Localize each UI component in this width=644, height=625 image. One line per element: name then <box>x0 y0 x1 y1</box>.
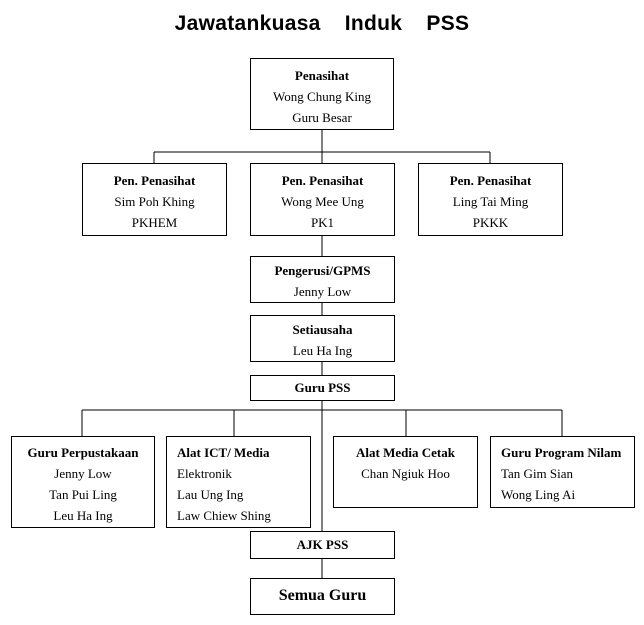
ajk-pss-box: AJK PSS <box>250 531 395 559</box>
ajk-pss-role: AJK PSS <box>296 537 349 552</box>
guru-perpustakaan-member-3: Leu Ha Ing <box>53 508 113 523</box>
penasihat-box: Penasihat Wong Chung King Guru Besar <box>250 58 394 130</box>
guru-perpustakaan-member-1: Jenny Low <box>54 466 112 481</box>
pen-penasihat-2-name: Wong Mee Ung <box>281 194 364 209</box>
alat-media-cetak-box: Alat Media Cetak Chan Ngiuk Hoo <box>333 436 478 508</box>
pen-penasihat-2-title: PK1 <box>310 215 335 230</box>
alat-ict-box: Alat ICT/ Media Elektronik Lau Ung Ing L… <box>166 436 311 528</box>
guru-program-nilam-box: Guru Program Nilam Tan Gim Sian Wong Lin… <box>490 436 635 508</box>
setiausaha-role: Setiausaha <box>292 322 353 337</box>
alat-ict-role: Alat ICT/ Media <box>177 445 270 460</box>
pengerusi-role: Pengerusi/GPMS <box>274 263 371 278</box>
guru-perpustakaan-role: Guru Perpustakaan <box>27 445 139 460</box>
alat-ict-line-2: Lau Ung Ing <box>177 487 244 502</box>
pen-penasihat-3-title: PKKK <box>472 215 509 230</box>
pengerusi-name: Jenny Low <box>293 284 352 299</box>
pengerusi-box: Pengerusi/GPMS Jenny Low <box>250 256 395 303</box>
alat-media-cetak-role: Alat Media Cetak <box>356 445 455 460</box>
pen-penasihat-3-name: Ling Tai Ming <box>452 194 529 209</box>
penasihat-name: Wong Chung King <box>273 89 371 104</box>
guru-program-nilam-member-2: Wong Ling Ai <box>501 487 576 502</box>
guru-perpustakaan-box: Guru Perpustakaan Jenny Low Tan Pui Ling… <box>11 436 155 528</box>
semua-guru-role: Semua Guru <box>278 587 367 604</box>
chart-title: Jawatankuasa Induk PSS <box>174 12 470 35</box>
alat-media-cetak-member: Chan Ngiuk Hoo <box>361 466 450 481</box>
semua-guru-box: Semua Guru <box>250 578 395 615</box>
alat-ict-line-1: Elektronik <box>177 466 232 481</box>
guru-pss-box: Guru PSS <box>250 375 395 401</box>
guru-program-nilam-role: Guru Program Nilam <box>501 445 622 460</box>
pen-penasihat-1-role: Pen. Penasihat <box>113 173 196 188</box>
pen-penasihat-3-role: Pen. Penasihat <box>449 173 532 188</box>
pen-penasihat-2-box: Pen. Penasihat Wong Mee Ung PK1 <box>250 163 395 236</box>
penasihat-title: Guru Besar <box>292 110 352 125</box>
pen-penasihat-3-box: Pen. Penasihat Ling Tai Ming PKKK <box>418 163 563 236</box>
pen-penasihat-1-box: Pen. Penasihat Sim Poh Khing PKHEM <box>82 163 227 236</box>
pen-penasihat-2-role: Pen. Penasihat <box>281 173 364 188</box>
guru-pss-role: Guru PSS <box>294 380 351 395</box>
penasihat-role: Penasihat <box>294 68 350 83</box>
pen-penasihat-1-name: Sim Poh Khing <box>114 194 195 209</box>
guru-perpustakaan-member-2: Tan Pui Ling <box>49 487 117 502</box>
alat-ict-line-3: Law Chiew Shing <box>177 508 271 523</box>
setiausaha-box: Setiausaha Leu Ha Ing <box>250 315 395 362</box>
guru-program-nilam-member-1: Tan Gim Sian <box>501 466 574 481</box>
setiausaha-name: Leu Ha Ing <box>292 343 353 358</box>
pen-penasihat-1-title: PKHEM <box>131 215 178 230</box>
